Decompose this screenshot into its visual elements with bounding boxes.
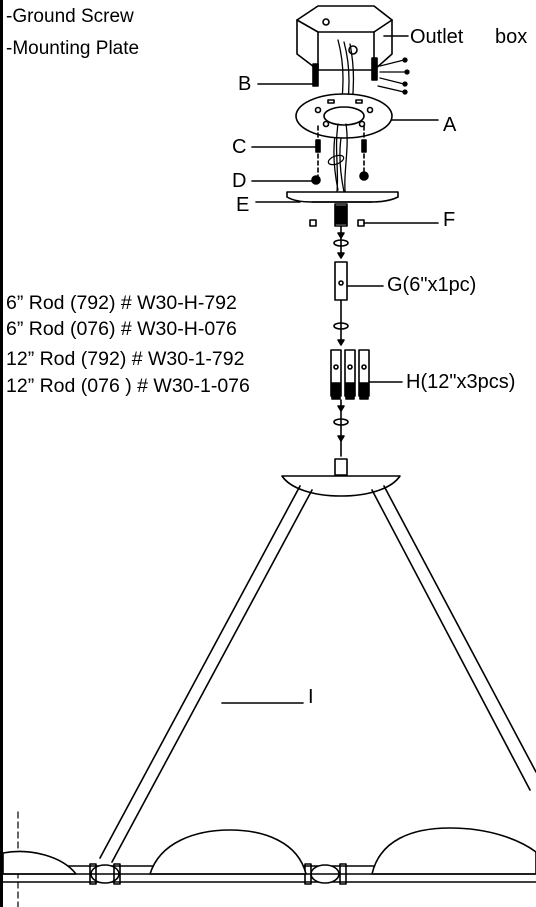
- label-d: D: [232, 170, 247, 192]
- label-e: E: [236, 194, 250, 216]
- arm-left: [99, 485, 313, 863]
- rod-option-6in-792: 6” Rod (792) # W30-H-792: [6, 292, 237, 314]
- canopy-e: [286, 191, 399, 203]
- rod-option-12in-792: 12” Rod (792) # W30-1-792: [6, 348, 245, 370]
- label-c: C: [232, 136, 247, 158]
- parts-list-item-ground-screw: -Ground Screw: [6, 6, 134, 27]
- rod-option-12in-076: 12” Rod (076 ) # W30-1-076: [6, 375, 250, 397]
- label-box: box: [495, 26, 528, 48]
- rod-option-6in-076: 6” Rod (076) # W30-H-076: [6, 318, 237, 340]
- label-b: B: [238, 73, 252, 95]
- label-g: G(6"x1pc): [387, 274, 477, 296]
- mounting-plate-a: [295, 93, 393, 139]
- arm-right: [371, 485, 536, 791]
- light-bar: [2, 827, 536, 885]
- label-f: F: [443, 209, 456, 231]
- left-border: [0, 0, 3, 907]
- rods-h: [330, 349, 370, 400]
- screw-b: [312, 57, 378, 87]
- label-a: A: [443, 114, 457, 136]
- label-outlet: Outlet: [410, 26, 464, 48]
- parts-list-item-mounting-plate: -Mounting Plate: [6, 38, 140, 59]
- outlet-box: [296, 5, 393, 71]
- rod-g: [334, 261, 348, 301]
- label-h: H(12"x3pcs): [406, 371, 516, 393]
- label-i: I: [308, 686, 314, 708]
